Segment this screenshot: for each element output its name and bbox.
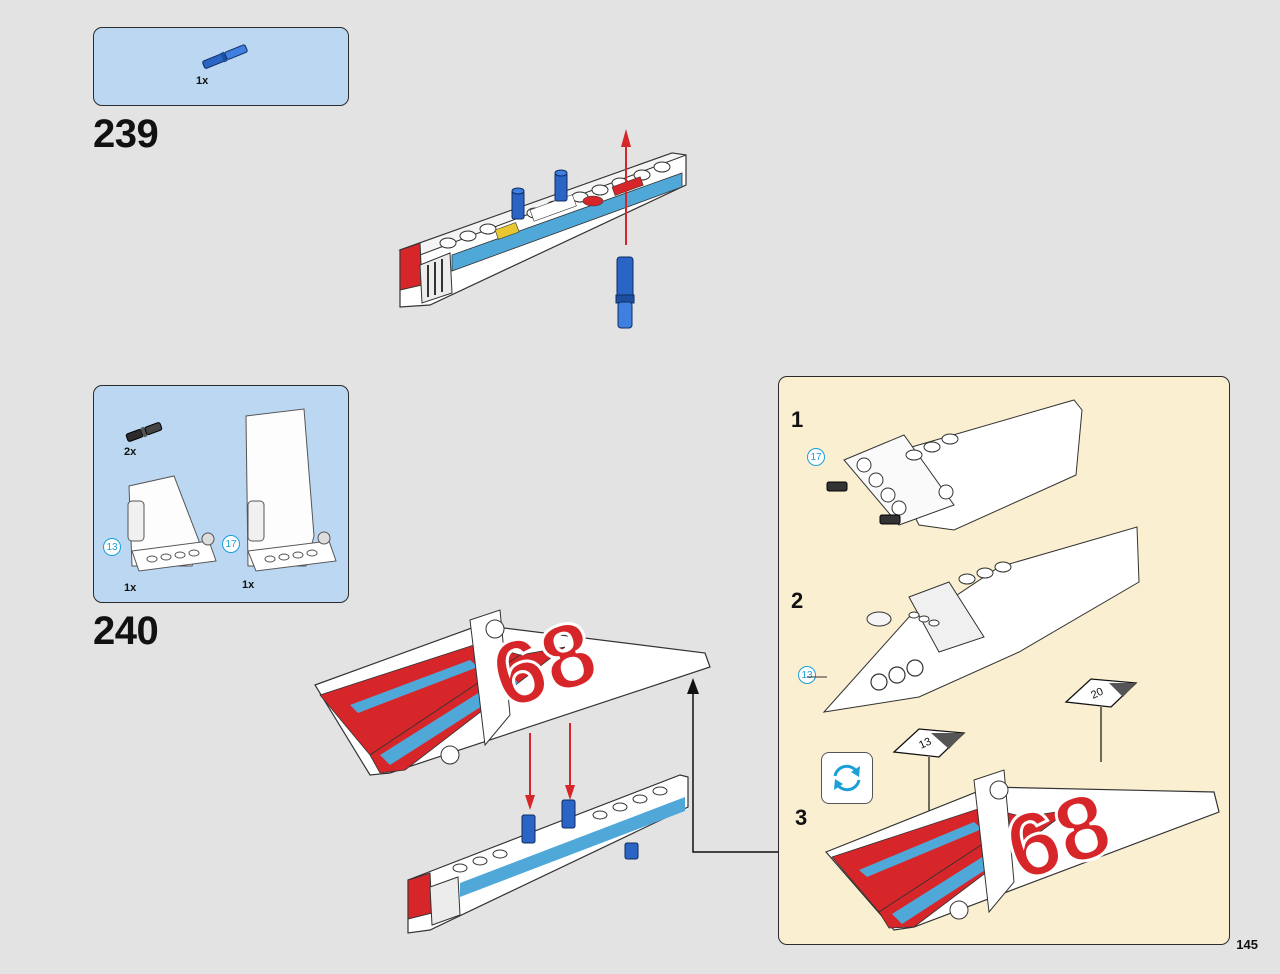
blue-axle-pin-icon <box>202 44 248 69</box>
step-number-240: 240 <box>93 609 159 653</box>
callout-ref-17: 17 <box>807 448 825 466</box>
step-240-parts-box: 2x 13 1x 17 1x <box>93 385 349 603</box>
sub-step-number: 1 <box>791 407 804 432</box>
side-panel-assembly-239 <box>398 129 687 329</box>
part-quantity: 1x <box>124 582 137 594</box>
sticker-number: 13 <box>917 736 933 752</box>
right-fin-subassembly-icon <box>245 408 337 572</box>
part-quantity: 1x <box>242 579 255 591</box>
page-number: 145 <box>1236 937 1258 952</box>
sticker-number: 20 <box>1089 686 1105 702</box>
sub-step-number: 3 <box>795 805 808 830</box>
step-number-239: 239 <box>93 112 159 156</box>
sub-step-number: 2 <box>791 588 804 613</box>
part-quantity: 1x <box>196 75 209 87</box>
callout-ref-13: 13 <box>103 538 121 556</box>
left-fin-subassembly-icon <box>127 475 217 572</box>
rotate-icon <box>821 752 873 804</box>
callout-ref-17: 17 <box>222 535 240 553</box>
sticker-callout-13: 13 <box>892 728 966 817</box>
subassembly-panel: 1 17 2 13 3 13 20 <box>778 376 1230 945</box>
part-quantity: 2x <box>124 446 137 458</box>
fin-step-2-illustration <box>807 526 1140 713</box>
fin-panel-68-detail: 68 <box>824 769 1220 931</box>
step-239-parts-box: 1x <box>93 27 349 106</box>
sticker-callout-20: 20 <box>1064 678 1138 762</box>
connector-arrow <box>687 678 778 853</box>
side-panel-assembly-240 <box>407 723 689 934</box>
callout-ref-13: 13 <box>798 666 816 684</box>
fin-step-1-illustration <box>826 399 1083 531</box>
black-pin-icon <box>125 422 163 442</box>
fin-panel-68: 68 <box>314 599 711 776</box>
